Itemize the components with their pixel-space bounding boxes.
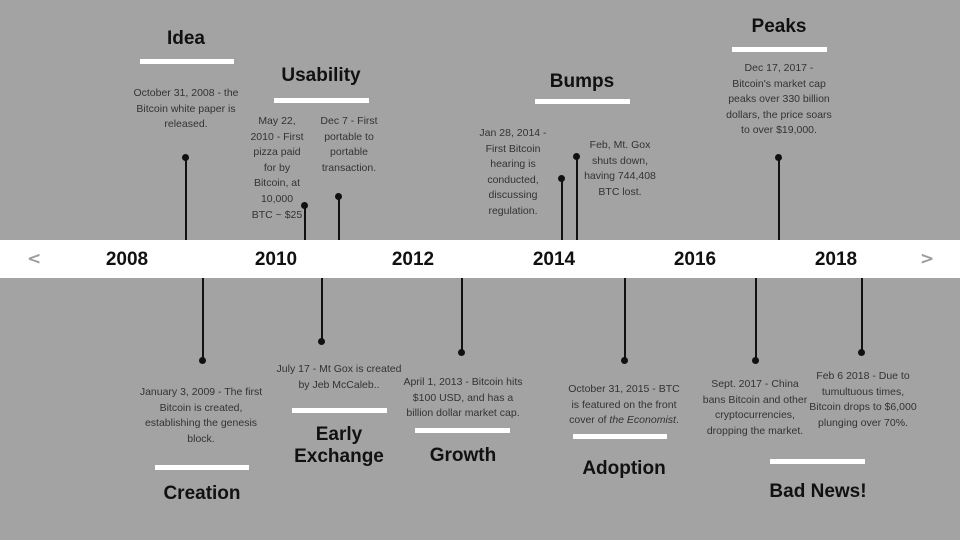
- hearing-note: Jan 28, 2014 - First Bitcoin hearing is …: [479, 127, 547, 217]
- bad-news-heading: Bad News!: [769, 481, 867, 502]
- china-ban-note: Sept. 2017 - China bans Bitcoin and othe…: [702, 378, 808, 437]
- adoption-note: October 31, 2015 - BTC is featured on th…: [568, 383, 680, 427]
- bad-news-connector-line: [861, 278, 863, 352]
- creation-underline: [155, 465, 249, 470]
- pizza-connector-line: [304, 205, 306, 240]
- idea-note: October 31, 2008 - the Bitcoin white pap…: [133, 87, 239, 131]
- china-ban-marker-dot: [752, 357, 759, 364]
- growth-connector-line: [461, 278, 463, 353]
- portable-transaction-note: Dec 7 - First portable to portable trans…: [320, 115, 378, 174]
- early-exchange-heading: Early Exchange: [279, 424, 399, 468]
- early-exchange-connector-line: [321, 278, 323, 341]
- creation-note: January 3, 2009 - The first Bitcoin is c…: [139, 386, 263, 445]
- growth-marker-dot: [458, 349, 465, 356]
- usability-underline: [274, 98, 369, 103]
- creation-heading: Creation: [163, 483, 241, 504]
- peaks-heading: Peaks: [751, 16, 807, 37]
- early-exchange-underline: [292, 408, 387, 413]
- next-arrow-icon[interactable]: >: [920, 249, 935, 269]
- year-label: 2012: [391, 249, 435, 270]
- adoption-underline: [573, 434, 667, 439]
- usability-heading: Usability: [281, 65, 361, 86]
- timeline-band: [0, 240, 960, 278]
- early-exchange-heading-line: Exchange: [294, 446, 384, 467]
- peaks-note: Dec 17, 2017 - Bitcoin's market cap peak…: [726, 62, 832, 137]
- growth-heading: Growth: [429, 445, 497, 466]
- bad-news-marker-dot: [858, 349, 865, 356]
- bumps-underline: [535, 99, 630, 104]
- idea-underline: [140, 59, 234, 64]
- idea-connector-line: [185, 157, 187, 240]
- bad-news-underline: [770, 459, 865, 464]
- prev-arrow-icon[interactable]: <: [27, 249, 42, 269]
- early-exchange-marker-dot: [318, 338, 325, 345]
- adoption-connector-line: [624, 278, 626, 360]
- peaks-underline: [732, 47, 827, 52]
- mt-gox-shutdown-note: Feb, Mt. Gox shuts down, having 744,408 …: [584, 139, 656, 198]
- early-exchange-heading-line: Early: [315, 424, 363, 445]
- year-label: 2014: [532, 249, 576, 270]
- pizza-note: May 22, 2010 - First pizza paid for by B…: [250, 115, 304, 221]
- bad-news-note: Feb 6 2018 - Due to tumultuous times, Bi…: [809, 370, 917, 429]
- idea-heading: Idea: [166, 28, 206, 49]
- adoption-marker-dot: [621, 357, 628, 364]
- year-label: 2008: [105, 249, 149, 270]
- portable-connector-line: [338, 196, 340, 240]
- early-exchange-note: July 17 - Mt Gox is created by Jeb McCal…: [276, 363, 402, 391]
- growth-note: April 1, 2013 - Bitcoin hits $100 USD, a…: [403, 376, 523, 420]
- hearing-connector-line: [561, 178, 563, 240]
- mt-gox-shutdown-connector-line: [576, 156, 578, 240]
- creation-connector-line: [202, 278, 204, 360]
- bumps-heading: Bumps: [549, 71, 615, 92]
- growth-underline: [415, 428, 510, 433]
- peaks-connector-line: [778, 157, 780, 240]
- adoption-heading: Adoption: [582, 458, 666, 479]
- creation-marker-dot: [199, 357, 206, 364]
- year-label: 2010: [254, 249, 298, 270]
- china-ban-connector-line: [755, 278, 757, 360]
- year-label: 2018: [814, 249, 858, 270]
- year-label: 2016: [673, 249, 717, 270]
